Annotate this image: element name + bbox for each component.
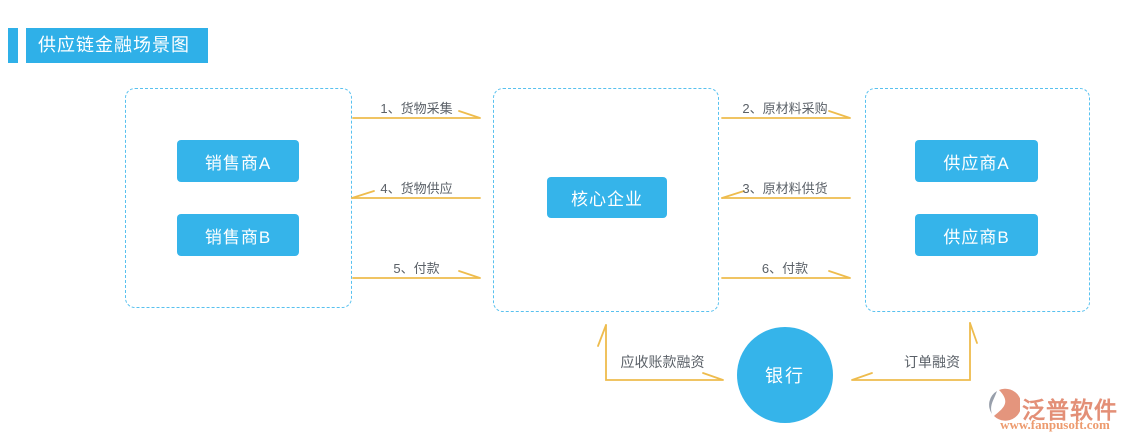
financing-label-order: 订单融资 [904, 354, 960, 370]
sellers-group-box [125, 88, 352, 308]
core-enterprise-group-box [493, 88, 719, 312]
fanpu-logo-text: 泛普软件 [1022, 397, 1118, 423]
node-supplier-b: 供应商B [915, 214, 1038, 256]
flow-label-2: 2、原材料采购 [742, 101, 828, 116]
node-seller-a: 销售商A [177, 140, 299, 182]
arrow-head-bank-suppliers-left [851, 372, 873, 381]
flow-label-4: 4、货物供应 [380, 181, 453, 196]
flow-label-3: 3、原材料供货 [742, 181, 828, 196]
title-accent-bar [8, 28, 18, 63]
flow-label-6: 6、付款 [761, 261, 809, 276]
flow-label-5: 5、付款 [393, 261, 440, 276]
suppliers-group-box [865, 88, 1090, 312]
arrow-head-bank-core-up [597, 324, 607, 347]
arrow-head-bank-core-right [702, 372, 724, 381]
node-seller-b: 销售商B [177, 214, 299, 256]
page-title: 供应链金融场景图 [26, 28, 208, 63]
fanpu-logo-url: www.fanpusoft.com [1000, 417, 1110, 432]
node-supplier-a: 供应商A [915, 140, 1038, 182]
fanpu-logo-icon [989, 388, 1020, 421]
node-core-enterprise: 核心企业 [547, 177, 667, 218]
financing-label-receivables: 应收账款融资 [620, 354, 705, 370]
node-bank: 银行 [737, 327, 833, 423]
flow-label-1: 1、货物采集 [380, 101, 453, 116]
arrow-head-bank-suppliers-up [969, 322, 978, 344]
